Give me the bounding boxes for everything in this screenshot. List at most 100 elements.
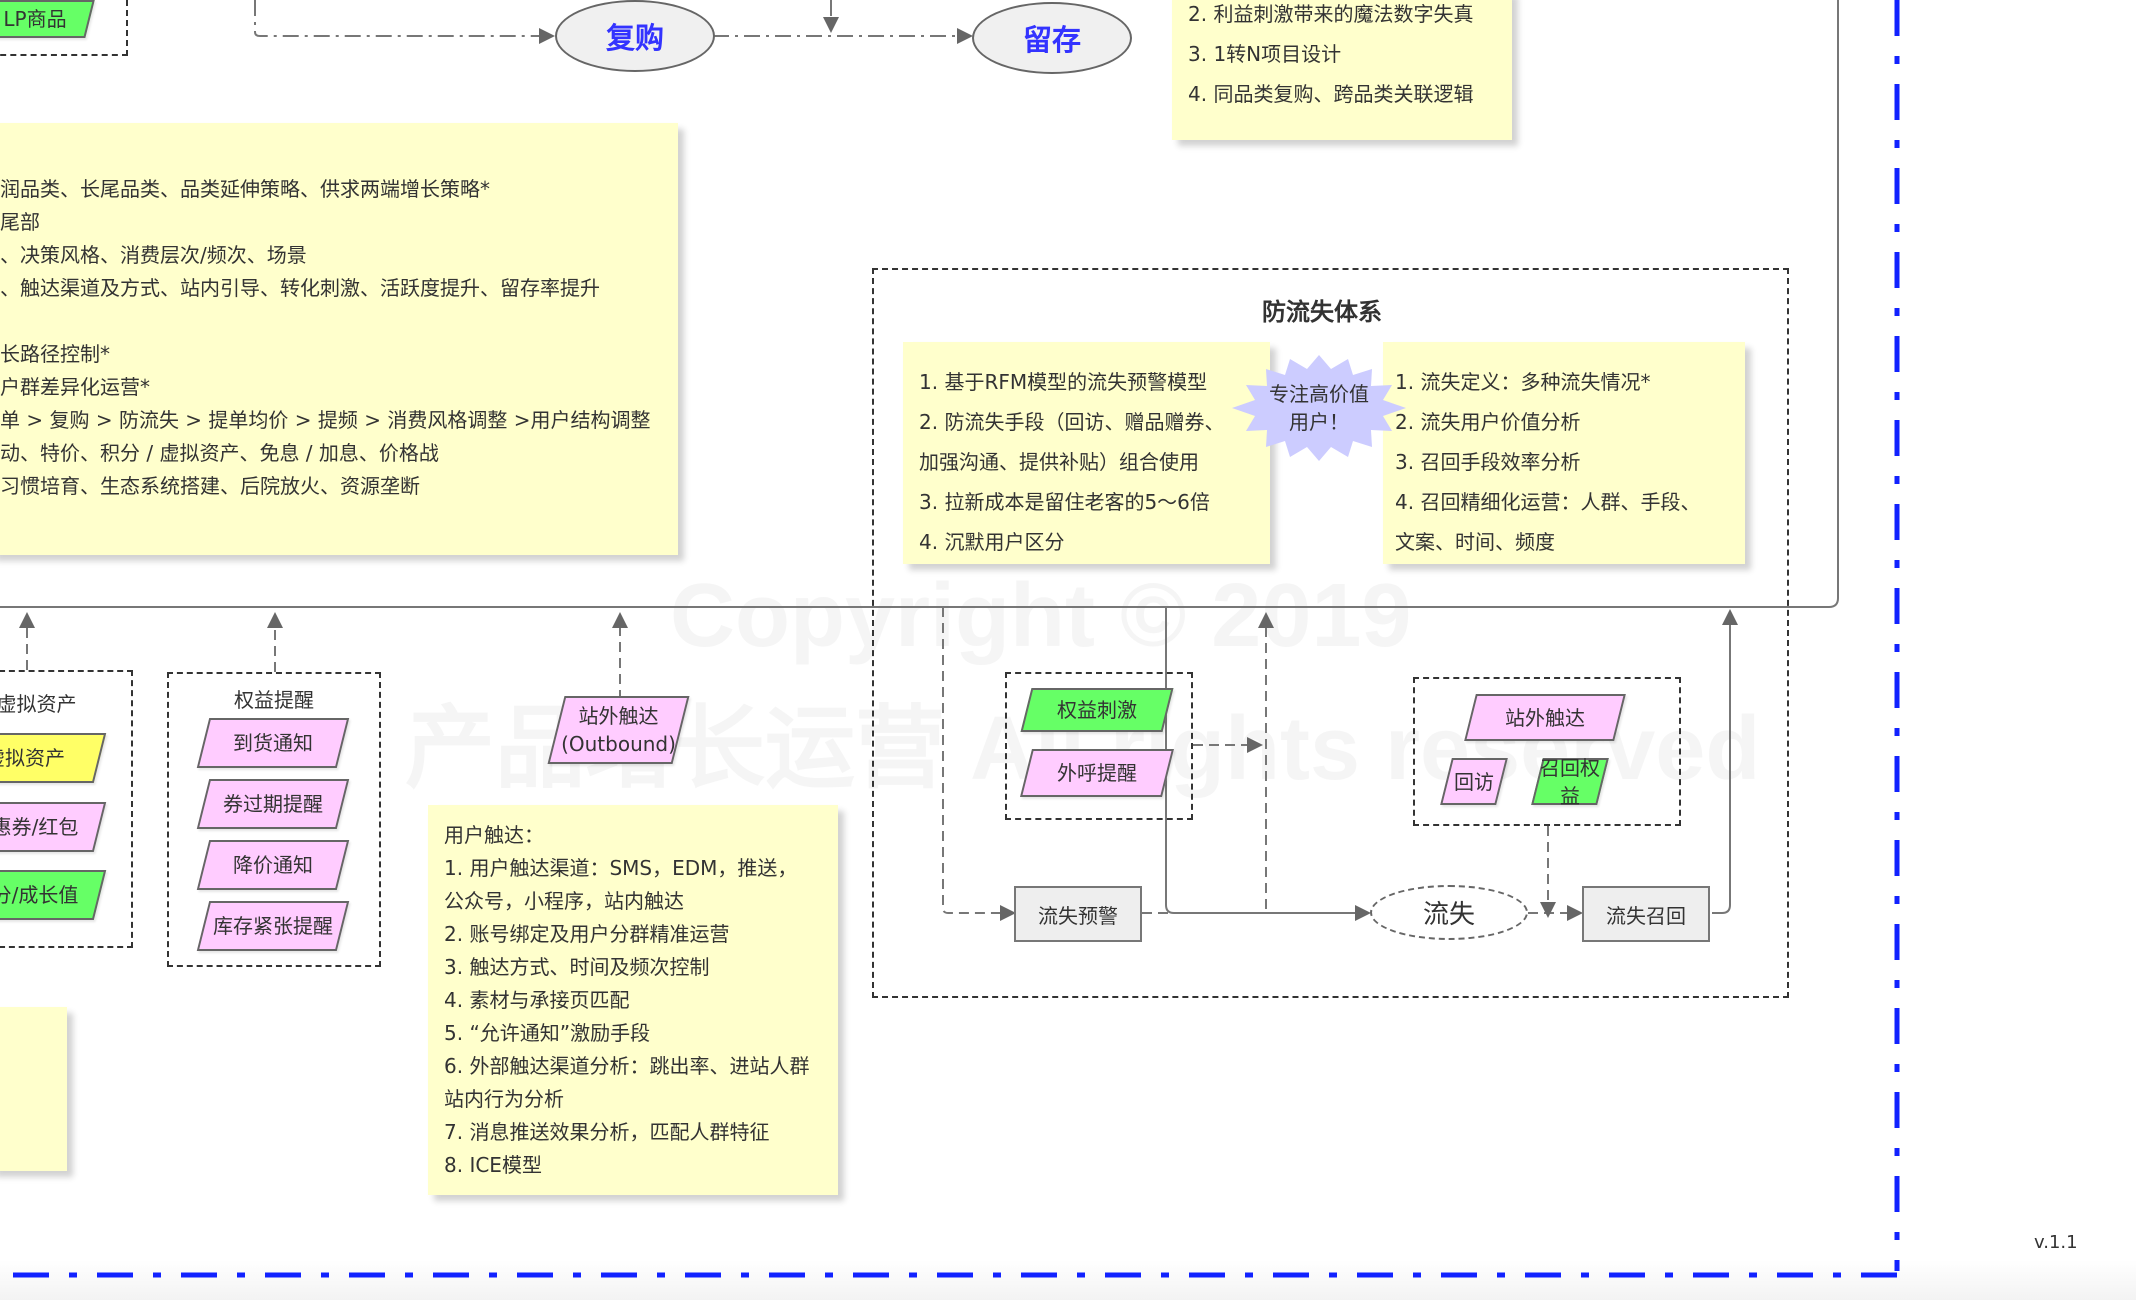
note-line: 润品类、长尾品类、品类延伸策略、供求两端增长策略* (0, 177, 490, 201)
recall-group (1413, 677, 1681, 826)
item-label: 券过期提醒 (223, 792, 323, 816)
note-line: 、触达渠道及方式、站内引导、转化刺激、活跃度提升、留存率提升 (0, 276, 600, 300)
callout-line: 用户！ (1289, 410, 1349, 434)
retention-label: 留存 (1022, 23, 1081, 57)
node-label: 流失 (1422, 900, 1475, 930)
note-line: 2. 防流失手段（回访、赠品赠券、 (919, 410, 1225, 434)
low-stock-item[interactable]: 库存紧张提醒 (203, 901, 343, 951)
note-line: 7. 消息推送效果分析，匹配人群特征 (444, 1120, 770, 1144)
connector-frame-to-churn (1165, 607, 1371, 921)
benefit-reminder-title: 权益提醒 (234, 688, 314, 712)
note-line: 2. 利益刺激带来的魔法数字失真 (1188, 2, 1474, 26)
note-line: 4. 同品类复购、跨品类关联逻辑 (1188, 82, 1474, 106)
note-line: 3. 1转N项目设计 (1188, 42, 1342, 66)
note-line: 加强沟通、提供补贴）组合使用 (919, 450, 1199, 474)
note-line: 3. 拉新成本是留住老客的5～6倍 (919, 490, 1210, 514)
item-label: 站外触达 (1505, 705, 1585, 730)
connector-lp-to-repurchase (254, 0, 555, 44)
note-line: 1. 基于RFM模型的流失预警模型 (919, 370, 1208, 394)
virtual-assets-item[interactable]: 虚拟资产 (0, 733, 100, 783)
price-drop-item[interactable]: 降价通知 (203, 840, 343, 890)
item-label: 优惠券/红包 (0, 815, 79, 839)
item-label: 权益刺激 (1057, 698, 1137, 722)
high-value-callout: 专注高价值 用户！ (1232, 355, 1406, 461)
outbound-label: 站外触达 (578, 704, 659, 728)
note-line: 1. 流失定义：多种流失情况* (1395, 370, 1651, 394)
bottom-left-note (0, 1007, 67, 1171)
note-line: 单 > 复购 > 防流失 > 提单均价 > 提频 > 消费风格调整 >用户结构调… (0, 408, 651, 432)
churn-right-note: 1. 流失定义：多种流失情况* 2. 流失用户价值分析 3. 召回手段效率分析 … (1383, 342, 1745, 564)
repurchase-label: 复购 (605, 21, 664, 55)
outer-border (0, 0, 1900, 1278)
note-line: 用户触达： (444, 823, 544, 847)
frame-outline (0, 0, 1839, 608)
item-label: 外呼提醒 (1057, 761, 1137, 785)
item-label: 到货通知 (233, 731, 313, 755)
lp-group-box (0, 0, 128, 56)
item-label: 积分/成长值 (0, 883, 79, 907)
user-reach-note: 用户触达： 1. 用户触达渠道：SMS，EDM，推送， 公众号，小程序，站内触达… (428, 805, 838, 1195)
connector-warning-left-loop (942, 607, 1016, 921)
starburst-shape (1232, 355, 1406, 461)
lp-product-label: LP商品 (3, 7, 67, 31)
note-line: 动、特价、积分 / 虚拟资产、免息 / 加息、价格战 (0, 441, 439, 465)
note-line: 2. 流失用户价值分析 (1395, 410, 1581, 434)
benefit-reminder-group: 权益提醒 (167, 672, 381, 967)
item-label: 库存紧张提醒 (213, 914, 333, 938)
item-label: 回访 (1454, 769, 1494, 794)
note-line: 8. ICE模型 (444, 1153, 542, 1177)
lp-product-item[interactable]: LP商品 (0, 0, 90, 38)
recall-benefit-item[interactable]: 召回权益 (1537, 756, 1603, 808)
coupon-item[interactable]: 优惠券/红包 (0, 802, 100, 852)
note-line: 4. 素材与承接页匹配 (444, 988, 630, 1012)
prevention-group (1005, 672, 1193, 820)
node-label: 流失召回 (1606, 903, 1686, 928)
note-line: 3. 召回手段效率分析 (1395, 450, 1581, 474)
outbound-call-item[interactable]: 外呼提醒 (1026, 749, 1168, 797)
coupon-expiry-item[interactable]: 券过期提醒 (203, 779, 343, 829)
connector-warning-right (1142, 612, 1274, 914)
note-line: 5. “允许通知”激励手段 (444, 1021, 651, 1045)
virtual-assets-title: 虚拟资产 (0, 692, 77, 716)
outbound-sublabel: (Outbound) (561, 732, 676, 756)
note-line: 4. 召回精细化运营：人群、手段、 (1395, 490, 1701, 514)
top-right-note: 2. 利益刺激带来的魔法数字失真 3. 1转N项目设计 4. 同品类复购、跨品类… (1172, 0, 1512, 140)
item-label: 召回权益 (1540, 755, 1600, 808)
churn-recall-node[interactable]: 流失召回 (1582, 886, 1710, 942)
note-line: 4. 沉默用户区分 (919, 530, 1065, 554)
churn-system-title: 防流失体系 (1262, 298, 1382, 326)
arrival-notice-item[interactable]: 到货通知 (203, 718, 343, 768)
version-label: v.1.1 (2034, 1232, 2078, 1253)
outbound-node[interactable]: 站外触达 (Outbound) (556, 696, 681, 764)
note-line: 1. 用户触达渠道：SMS，EDM，推送， (444, 856, 798, 880)
churn-system-box (872, 268, 1789, 998)
churn-warning-node[interactable]: 流失预警 (1014, 886, 1142, 942)
note-line: 习惯培育、生态系统搭建、后院放火、资源垄断 (0, 474, 420, 498)
item-label: 降价通知 (233, 853, 313, 877)
note-line: 尾部 (0, 210, 40, 234)
note-line: 户群差异化运营* (0, 375, 150, 399)
callback-item[interactable]: 回访 (1446, 758, 1502, 805)
note-line: 3. 触达方式、时间及频次控制 (444, 955, 710, 979)
retention-node[interactable]: 留存 (972, 2, 1132, 74)
churn-left-note: 1. 基于RFM模型的流失预警模型 2. 防流失手段（回访、赠品赠券、 加强沟通… (903, 342, 1270, 564)
watermark-copyright: Copyright © 2019 (670, 566, 1412, 666)
item-label: 虚拟资产 (0, 746, 65, 770)
virtual-assets-group: 虚拟资产 (0, 670, 133, 948)
repurchase-node[interactable]: 复购 (555, 0, 715, 72)
strategy-note: 润品类、长尾品类、品类延伸策略、供求两端增长策略* 尾部 、决策风格、消费层次/… (0, 123, 678, 555)
note-line: 站内行为分析 (444, 1087, 564, 1111)
note-line: 、决策风格、消费层次/频次、场景 (0, 243, 307, 267)
points-item[interactable]: 积分/成长值 (0, 870, 100, 920)
benefit-stimulus-item[interactable]: 权益刺激 (1026, 688, 1168, 732)
bottom-fade (0, 1260, 2136, 1300)
note-line: 长路径控制* (0, 342, 110, 366)
note-line: 6. 外部触达渠道分析：跳出率、进站人群 (444, 1054, 810, 1078)
recall-outbound-item[interactable]: 站外触达 (1470, 694, 1620, 741)
connector-recall-to-frame (1712, 609, 1738, 914)
note-line: 公众号，小程序，站内触达 (444, 889, 684, 913)
note-line (0, 305, 678, 338)
note-line: 2. 账号绑定及用户分群精准运营 (444, 922, 730, 946)
churn-node[interactable]: 流失 (1370, 885, 1528, 940)
